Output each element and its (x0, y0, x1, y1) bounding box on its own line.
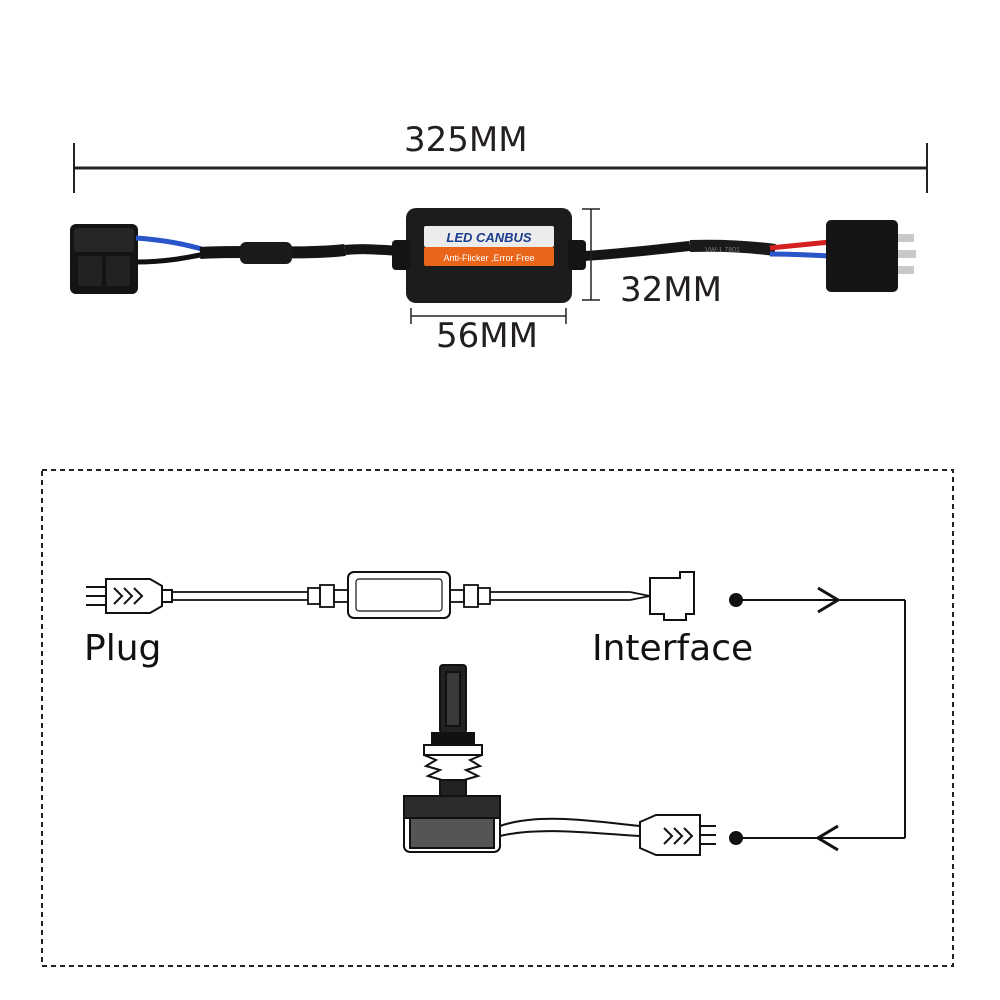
led-bulb-drawing (403, 664, 501, 853)
diagram-cable-left (172, 584, 349, 608)
bulb-cable (499, 817, 641, 837)
box-width-dimension (410, 308, 567, 324)
total-length-label: 325MM (404, 120, 528, 160)
total-length-dimension (73, 143, 928, 193)
module-subtitle: Anti-Flicker ,Error Free (443, 253, 534, 263)
interface-label: Interface (592, 628, 754, 669)
module-label-bottom (424, 247, 554, 266)
diagram-bulb-plug (639, 814, 716, 856)
diagram-interface-connector (649, 571, 695, 621)
plug-label: Plug (84, 628, 162, 669)
diagram-frame (41, 469, 954, 967)
diagram-module-inner (355, 578, 443, 612)
box-height-label: 32MM (620, 270, 722, 310)
right-male-plug (826, 220, 916, 292)
arrow-left-icon (815, 824, 839, 852)
arrow-right-icon (817, 586, 841, 614)
cable-print: VW-1 7801 (705, 247, 740, 254)
canbus-module (392, 208, 586, 303)
module-label-top (424, 226, 554, 247)
module-title: LED CANBUS (446, 230, 532, 245)
diagram-cable-right (449, 584, 651, 608)
left-wires (135, 235, 413, 265)
box-width-label: 56MM (436, 316, 538, 356)
signal-flow-path (729, 586, 906, 852)
left-female-connector (70, 224, 138, 294)
diagram-plug (86, 578, 173, 614)
right-wires (583, 239, 831, 261)
box-height-dimension (582, 208, 600, 301)
